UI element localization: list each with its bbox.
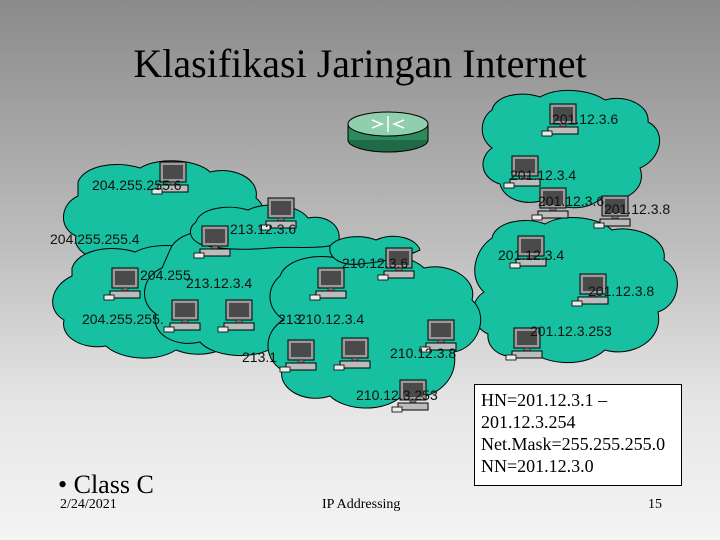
ip-label: 210.12.3.4	[298, 311, 364, 327]
ip-label: 201.12.3.4	[510, 167, 576, 183]
page-number: 15	[648, 497, 662, 512]
ip-label: 204.255.255.	[82, 311, 164, 327]
netmask-text: Net.Mask=255.255.255.0	[481, 434, 666, 454]
ip-label: 201.12.3.6	[538, 193, 604, 209]
ip-label: 201.12.3.8	[604, 201, 670, 217]
host-number-info-box: HN=201.12.3.1 – 201.12.3.254 Net.Mask=25…	[474, 384, 682, 486]
slide-title: Klasifikasi Jaringan Internet	[133, 41, 587, 86]
footer-date: 2/24/2021	[60, 497, 117, 512]
ip-label: 213	[278, 311, 302, 327]
host-number-range-start: HN=201.12.3.1 –	[481, 390, 608, 410]
ip-label: 213.12.3.6	[230, 221, 296, 237]
ip-label: 201.12.3.4	[498, 247, 564, 263]
ip-label: 201.12.3.6	[552, 111, 618, 127]
ip-label: 204.255.255.6	[92, 177, 182, 193]
ip-label: 210.12.3.8	[390, 345, 456, 361]
footer-title: IP Addressing	[322, 497, 401, 512]
ip-label: 201.12.3.253	[530, 323, 612, 339]
ip-label: 213.12.3.4	[186, 275, 252, 291]
ip-label: 210.12.3.253	[356, 387, 438, 403]
ip-label: 213.1	[242, 349, 277, 365]
ip-label: 201.12.3.8	[588, 283, 654, 299]
ip-label: 210.12.3.6	[342, 255, 408, 271]
bullet-class-c: • Class C	[58, 470, 154, 499]
router-icon	[347, 111, 429, 153]
ip-label: 204.255	[140, 267, 191, 283]
host-number-range-end: 201.12.3.254	[481, 412, 576, 432]
ip-label: 204.255.255.4	[50, 231, 140, 247]
network-number-text: NN=201.12.3.0	[481, 456, 594, 476]
